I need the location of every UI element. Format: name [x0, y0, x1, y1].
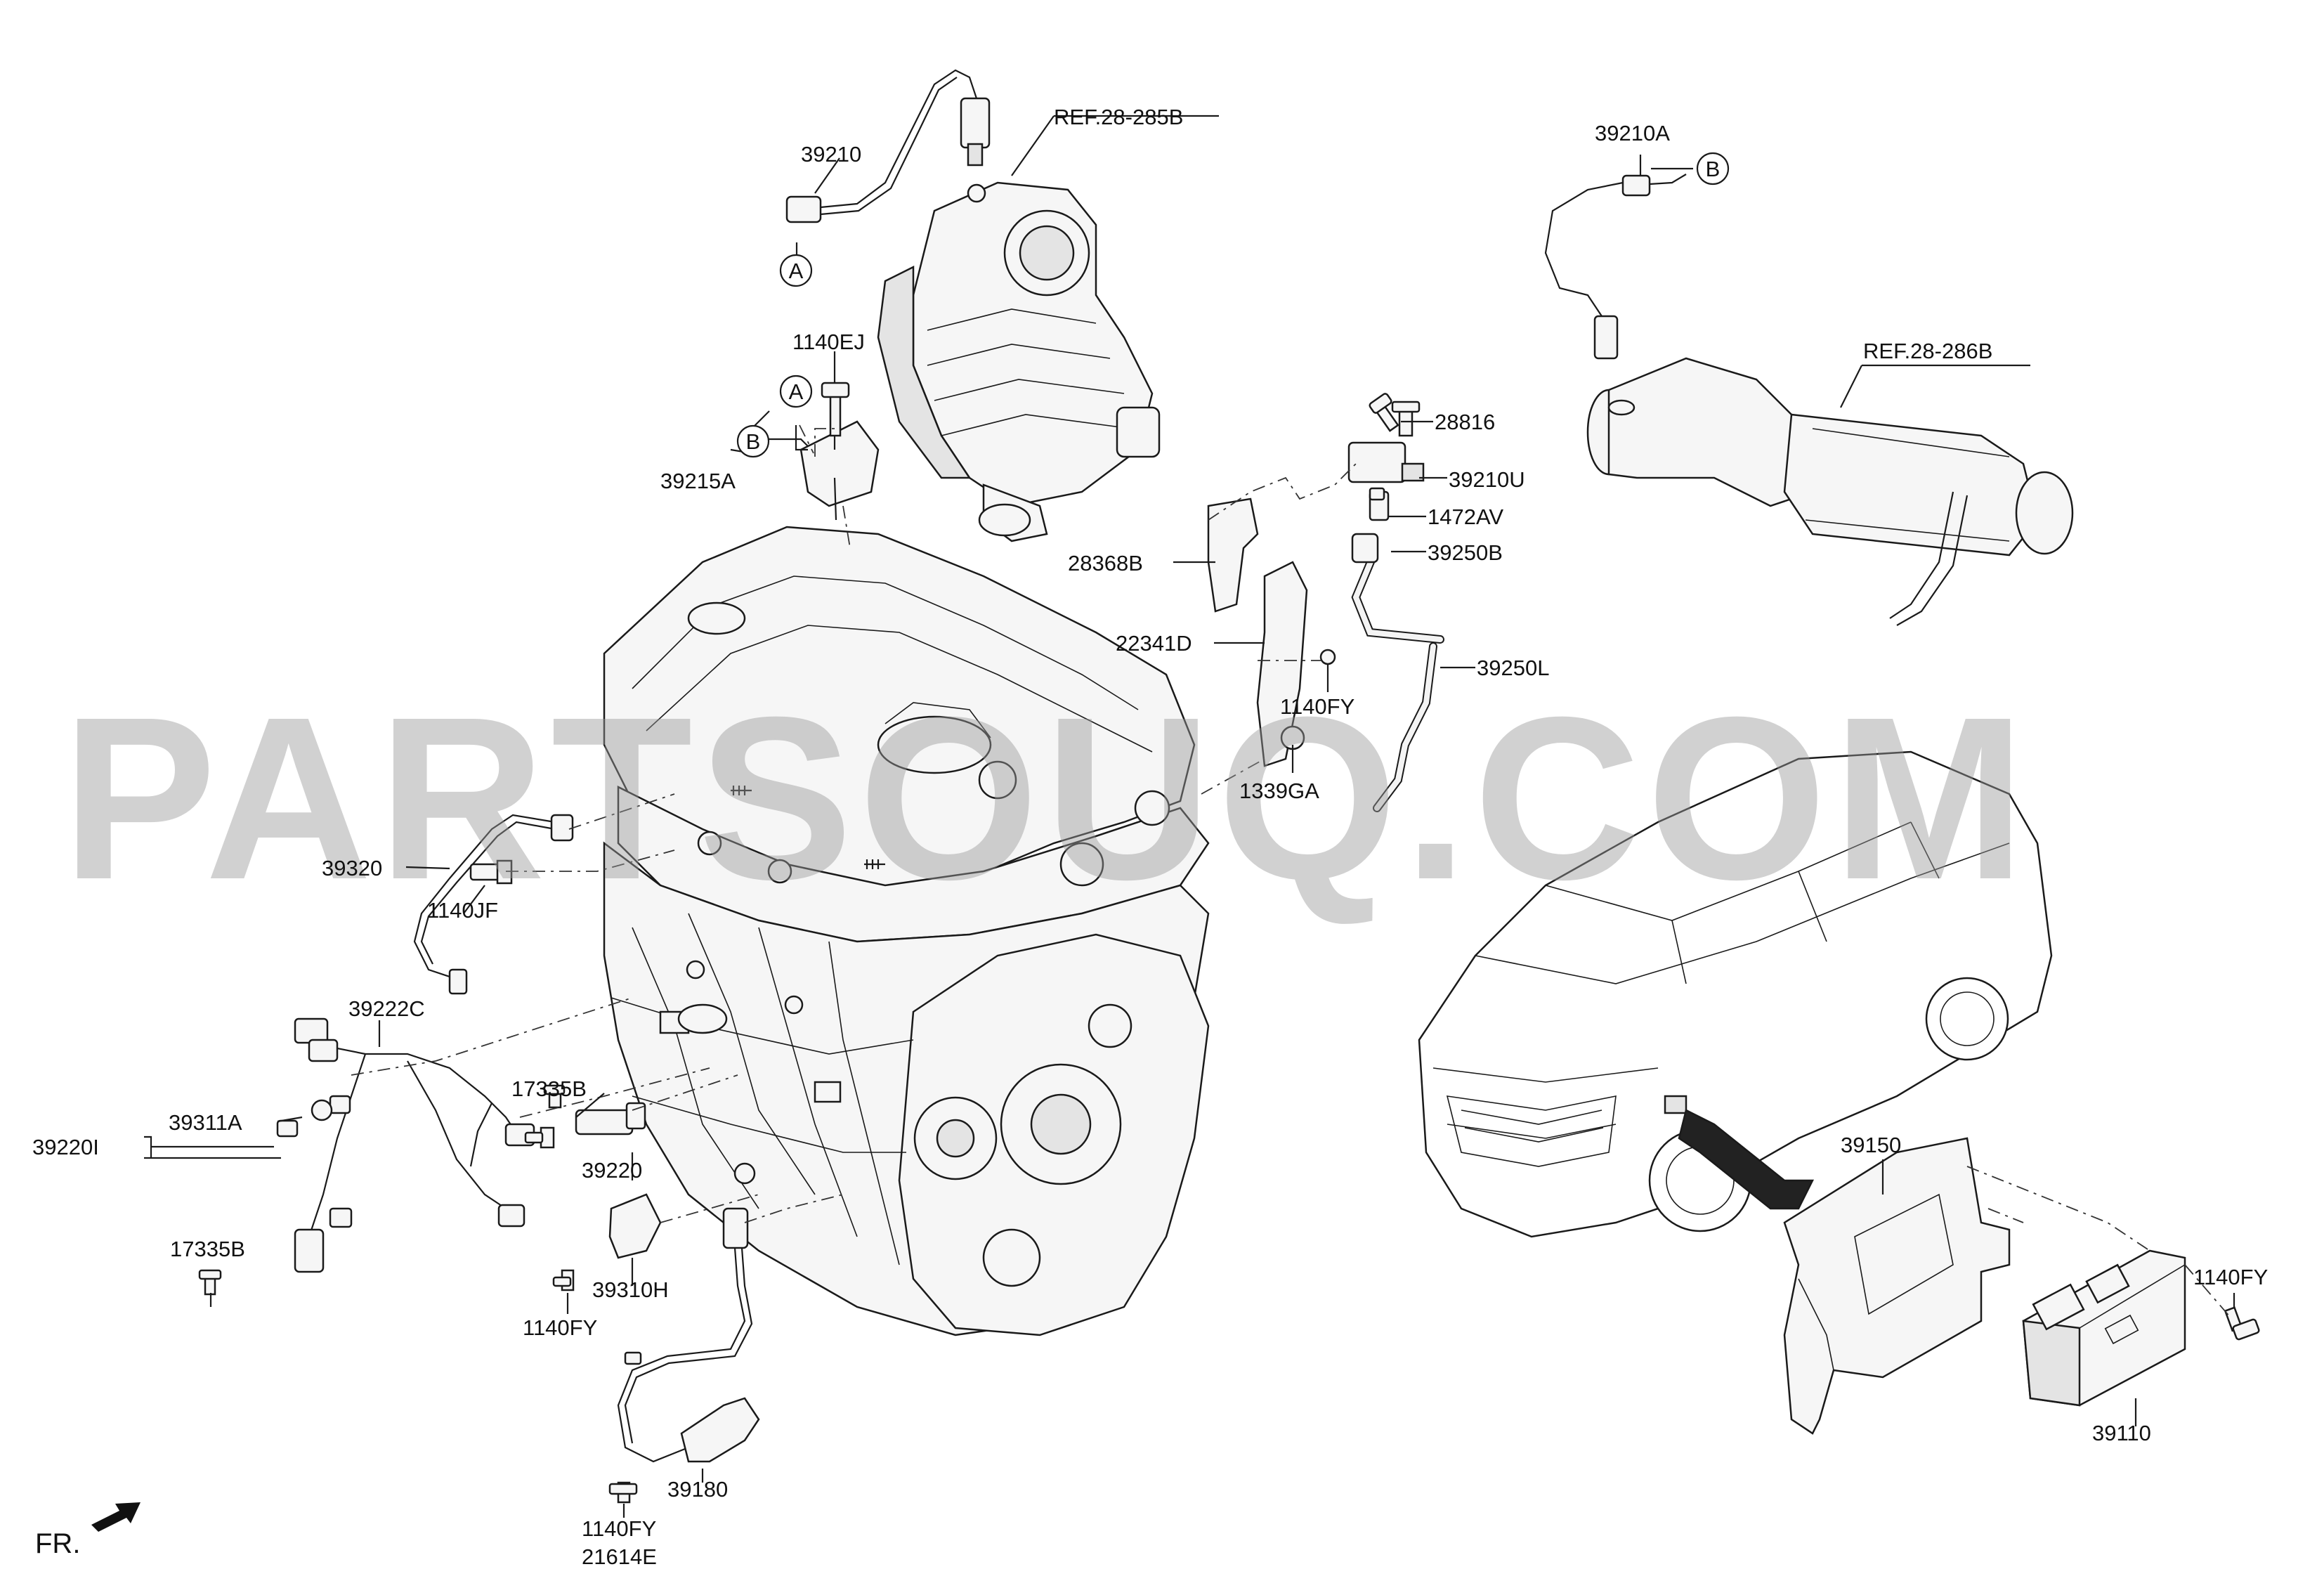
label-1339GA: 1339GA [1239, 779, 1319, 803]
label-28368B: 28368B [1068, 551, 1143, 575]
svg-text:A: A [789, 259, 804, 283]
label-39210: 39210 [801, 142, 861, 167]
callout-a-sensor: A [779, 254, 813, 287]
label-39210U: 39210U [1449, 467, 1525, 492]
sensor-bracket [799, 382, 880, 507]
speed-sensor [608, 1207, 760, 1504]
oxygen-sensor-front [785, 69, 991, 223]
label-39220: 39220 [582, 1158, 642, 1183]
svg-text:B: B [1706, 157, 1721, 181]
svg-text:A: A [789, 379, 804, 404]
label-17335B-upper: 17335B [511, 1076, 587, 1101]
catalytic-converter-front [877, 181, 1161, 542]
label-39250B: 39250B [1428, 540, 1503, 565]
ref-rear-catalyst: REF.28-286B [1863, 339, 1992, 363]
cam-position-sensor [524, 1102, 646, 1149]
label-22341D: 22341D [1116, 631, 1192, 656]
label-39250L: 39250L [1477, 656, 1549, 680]
label-1140FY-crank: 1140FY [523, 1315, 597, 1340]
label-39311A: 39311A [169, 1110, 242, 1135]
pressure-sensor-assembly [1207, 401, 1444, 812]
watermark: PARTSOUQ.COM [62, 668, 2031, 928]
label-17335B-lower: 17335B [170, 1237, 245, 1261]
label-1140FY-upper: 1140FY [1280, 694, 1354, 719]
catalytic-converter-rear [1586, 357, 2074, 626]
fasteners [198, 393, 1399, 1296]
front-arrow-icon [91, 1502, 141, 1532]
label-39320: 39320 [322, 856, 382, 880]
oxygen-sensor-rear [1544, 174, 1687, 360]
callout-a-bracket: A [779, 375, 813, 408]
label-1140EJ-bolt: 1140EJ [792, 330, 865, 354]
wiring-harness [276, 1017, 535, 1273]
knock-sensor [413, 814, 574, 995]
label-21614E: 21614E [582, 1544, 657, 1569]
label-39150: 39150 [1841, 1133, 1901, 1157]
label-39215A: 39215A [660, 469, 736, 493]
label-1140FY-ecu: 1140FY [2193, 1265, 2268, 1289]
front-direction-indicator: FR. [35, 1502, 141, 1559]
label-39210A: 39210A [1595, 121, 1670, 145]
label-39220I: 39220I [32, 1135, 99, 1159]
engine-assembly [603, 526, 1210, 1336]
svg-text:B: B [746, 429, 761, 454]
callout-b-rear-sensor: B [1696, 152, 1730, 186]
label-1140FY-lower: 1140FY [582, 1516, 656, 1541]
ecu-bracket [1783, 1137, 2011, 1435]
label-1472AV: 1472AV [1428, 505, 1503, 529]
label-39222C: 39222C [348, 996, 425, 1021]
leader-lines [351, 242, 2231, 1318]
label-39110: 39110 [2092, 1421, 2151, 1445]
label-39310H: 39310H [592, 1277, 669, 1302]
label-28816: 28816 [1435, 410, 1495, 434]
label-1140JF: 1140JF [427, 898, 498, 923]
label-39180: 39180 [667, 1477, 728, 1502]
ecu-module [2022, 1249, 2260, 1407]
callout-b-bracket: B [736, 424, 770, 458]
ref-front-catalyst: REF.28-285B [1054, 105, 1183, 129]
crank-position-sensor [552, 1193, 662, 1291]
svg-text:FR.: FR. [35, 1528, 80, 1559]
vehicle-illustration [1418, 750, 2053, 1238]
